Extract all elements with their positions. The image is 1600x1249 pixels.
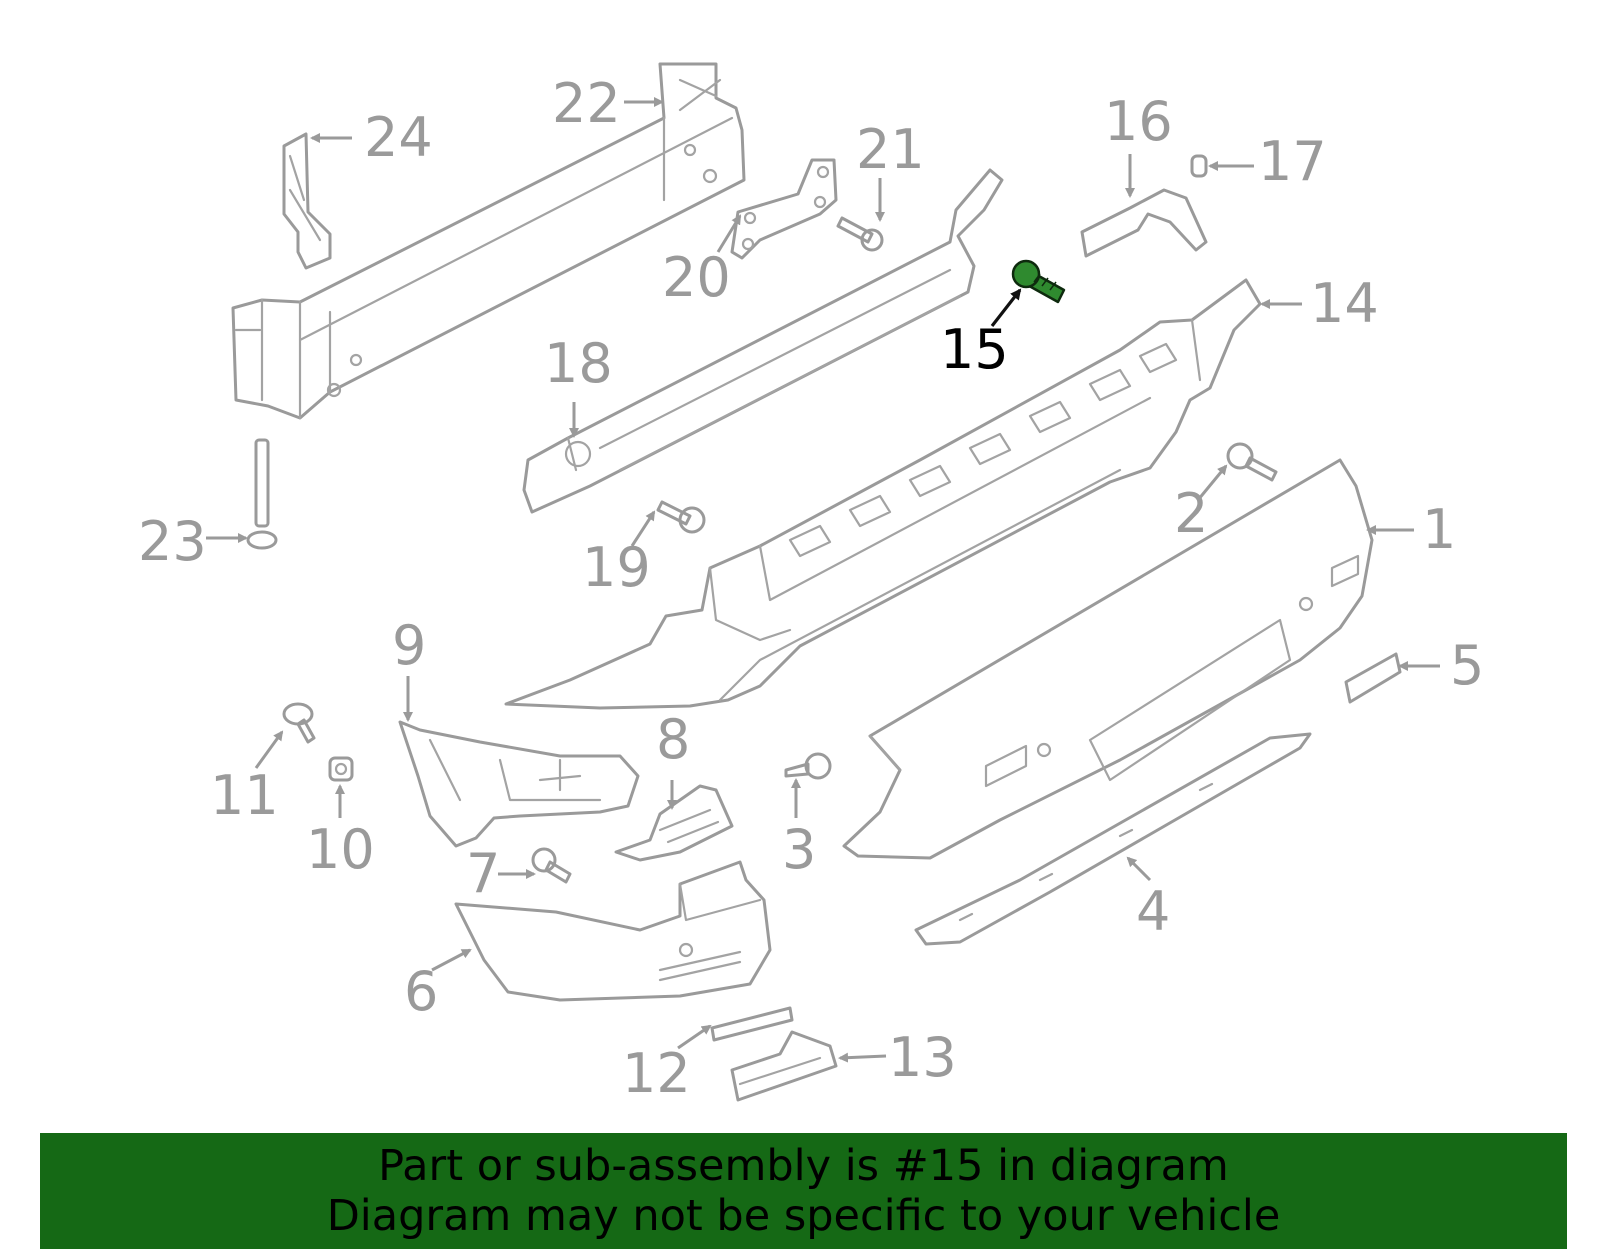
callout-8: 8 (656, 708, 690, 771)
notice-banner: Part or sub-assembly is #15 in diagram D… (40, 1133, 1567, 1249)
part-17-clip (1190, 154, 1208, 178)
callout-20: 20 (662, 246, 731, 309)
callout-5: 5 (1450, 634, 1484, 697)
callout-12: 12 (622, 1042, 691, 1105)
callout-16: 16 (1104, 90, 1173, 153)
callout-23: 23 (138, 510, 207, 573)
part-23-long-bolt (246, 438, 278, 550)
part-9-side-bracket (398, 720, 640, 848)
callout-21: 21 (856, 118, 925, 181)
callout-18: 18 (544, 332, 613, 395)
callout-13: 13 (888, 1026, 957, 1089)
part-4-trim-strip (914, 732, 1312, 946)
callout-6: 6 (404, 960, 438, 1023)
part-11-clip (282, 702, 316, 744)
notice-line-1: Part or sub-assembly is #15 in diagram (378, 1141, 1229, 1191)
part-5-reflector (1344, 652, 1402, 704)
callout-22: 22 (552, 72, 621, 135)
part-22-reinforcement-beam (231, 62, 746, 420)
callout-2: 2 (1174, 482, 1208, 545)
part-6-corner-cover (454, 860, 772, 1002)
callout-9: 9 (392, 614, 426, 677)
callout-labels: 1 2 3 4 5 6 7 8 9 10 11 12 13 14 15 16 1… (138, 72, 1484, 1105)
part-3-clip (784, 752, 832, 780)
callout-14: 14 (1310, 272, 1379, 335)
part-13-cover (730, 1030, 838, 1102)
callout-15: 15 (940, 318, 1009, 381)
notice-line-2: Diagram may not be specific to your vehi… (326, 1191, 1281, 1241)
callout-19: 19 (582, 536, 651, 599)
part-16-bracket (1080, 188, 1208, 258)
callout-10: 10 (306, 818, 375, 881)
callout-1: 1 (1422, 498, 1456, 561)
callout-17: 17 (1258, 130, 1327, 193)
part-12-strip (710, 1006, 794, 1042)
part-24-bracket (282, 132, 332, 270)
part-15-bolt (1011, 259, 1066, 304)
part-1-bumper-cover (842, 458, 1374, 860)
part-7-bolt (531, 847, 572, 884)
callout-7: 7 (466, 842, 500, 905)
part-8-small-bracket (614, 784, 734, 862)
part-21-bolt (836, 216, 884, 252)
callout-3: 3 (782, 818, 816, 881)
part-18-absorber-bar (522, 168, 1004, 514)
part-10-grommet (328, 756, 354, 782)
leader-lines (206, 97, 1440, 1063)
callout-24: 24 (364, 106, 433, 169)
callout-11: 11 (210, 764, 279, 827)
callout-4: 4 (1136, 880, 1170, 943)
part-19-bolt (656, 500, 706, 534)
part-14-energy-absorber (504, 278, 1262, 710)
part-20-plate (730, 158, 838, 260)
part-2-bolt (1226, 442, 1278, 482)
